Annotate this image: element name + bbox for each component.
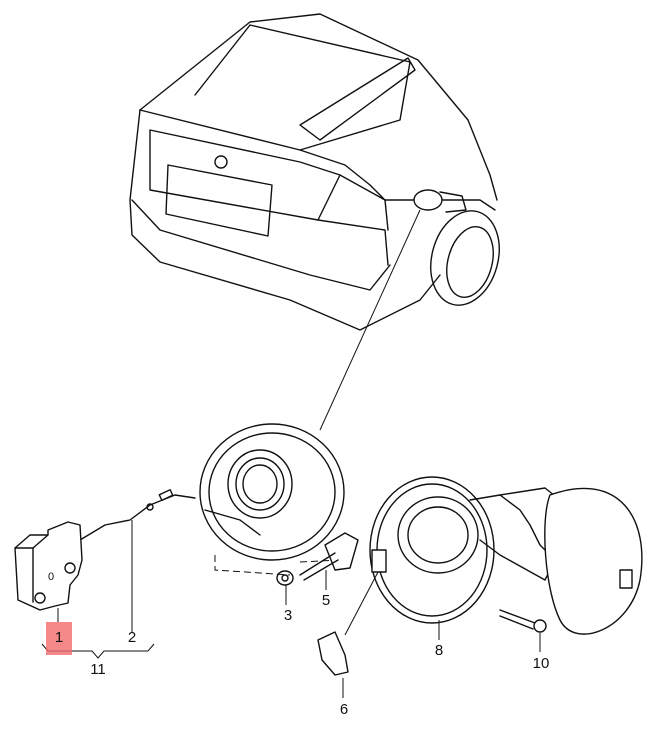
callout-1[interactable]: 1 — [55, 629, 63, 646]
actuator-part-1: 0 — [14, 521, 83, 611]
leader-line-car-to-flap — [319, 209, 421, 431]
callout-8[interactable]: 8 — [435, 642, 443, 659]
fuel-filler-housing-view — [199, 423, 345, 561]
car-rear-illustration — [129, 13, 500, 331]
callout-3[interactable]: 3 — [284, 607, 292, 624]
callout-6[interactable]: 6 — [340, 701, 348, 718]
highlight-box-part-1 — [46, 622, 72, 655]
callout-2[interactable]: 2 — [128, 629, 136, 646]
screw-part-10 — [499, 609, 547, 633]
washer-part-3 — [276, 570, 294, 586]
callout-11[interactable]: 11 — [90, 661, 106, 678]
callout-5[interactable]: 5 — [322, 592, 330, 609]
pin-part-5 — [299, 532, 359, 581]
svg-text:0: 0 — [48, 571, 54, 583]
release-cable — [79, 494, 196, 541]
fuel-flap-assembly-part-8 — [369, 476, 643, 635]
clip-part-6 — [317, 631, 349, 676]
callout-10[interactable]: 10 — [533, 655, 550, 672]
